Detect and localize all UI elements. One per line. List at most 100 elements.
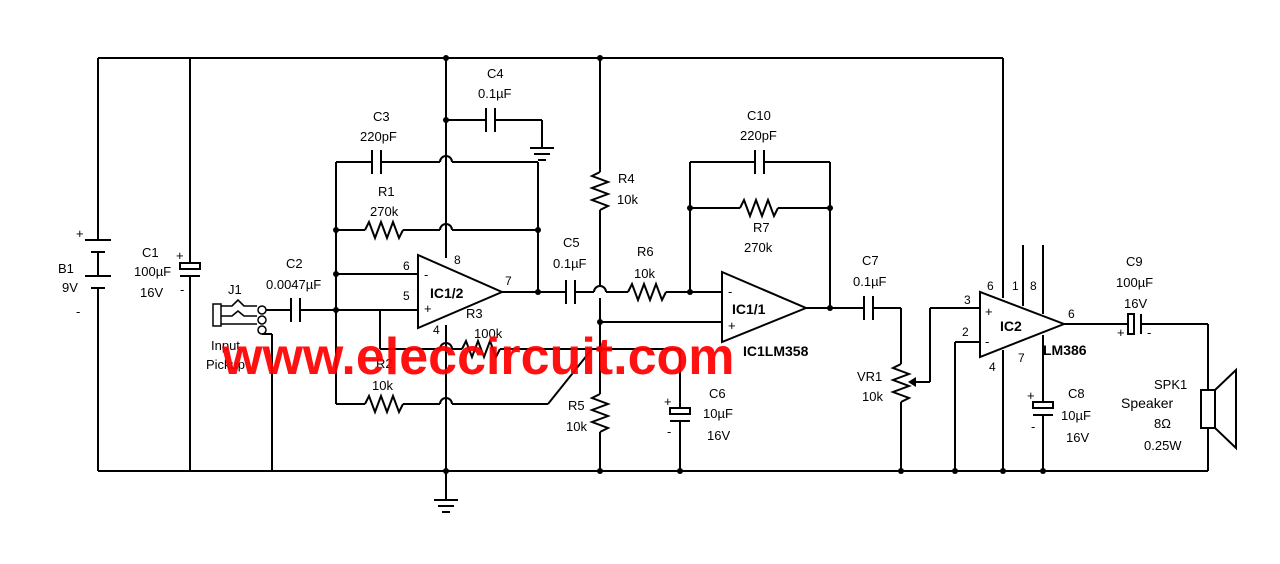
c9-voltage: 16V [1124,296,1147,311]
c1-plus: + [176,248,184,263]
resistor-r3: R3 100k [380,306,600,360]
resistor-r6: R6 10k [627,244,722,303]
r7-name: R7 [753,220,770,235]
r7-value: 270k [744,240,773,255]
capacitor-c6: + - C6 10µF 16V [600,348,733,474]
ic1-part: IC1LM358 [743,343,809,359]
feedback-ic1-2: C3 220pF R1 270k R2 10k [333,109,593,415]
feedback-ic1-1: C10 220pF R7 270k [687,108,833,308]
j1-label-line1: Input [211,338,240,353]
r2-name: R2 [376,356,393,371]
r1-value: 270k [370,204,399,219]
c3-value: 220pF [360,129,397,144]
c6-minus: - [667,424,671,439]
vr1-name: VR1 [857,369,882,384]
r6-name: R6 [637,244,654,259]
c1-value: 100µF [134,264,171,279]
ic1-2-pin5: 5 [403,289,410,303]
c5-value: 0.1µF [553,256,587,271]
vr1-value: 10k [862,389,883,404]
r3-name: R3 [466,306,483,321]
ic2-pin3: 3 [964,293,971,307]
input-jack-j1: J1 Input Pickup [206,282,291,471]
c10-value: 220pF [740,128,777,143]
capacitor-c5: C5 0.1µF [553,235,628,304]
c1-minus: - [180,282,184,297]
c6-plus: + [664,394,672,409]
spk1-impedance: 8Ω [1154,416,1171,431]
j1-name: J1 [228,282,242,297]
c4-value: 0.1µF [478,86,512,101]
c9-value: 100µF [1116,275,1153,290]
c3-name: C3 [373,109,390,124]
ground-icon [434,499,458,513]
ic2-part: LM386 [1043,342,1087,358]
c9-plus: + [1117,325,1125,340]
r2-value: 10k [372,378,393,393]
ic1-2-name: IC1/2 [430,285,464,301]
r4-value: 10k [617,192,638,207]
ic2-plus: + [985,304,993,319]
ic1-2-pin4: 4 [433,323,440,337]
c8-name: C8 [1068,386,1085,401]
c8-minus: - [1031,419,1035,434]
c6-name: C6 [709,386,726,401]
b1-value: 9V [62,280,78,295]
c8-value: 10µF [1061,408,1091,423]
b1-plus: + [76,226,84,241]
r5-name: R5 [568,398,585,413]
ic1-1-plus: + [728,318,736,333]
c9-name: C9 [1126,254,1143,269]
ic1-2-pin8: 8 [454,253,461,267]
r4-name: R4 [618,171,635,186]
bias-divider: R4 10k R5 10k [566,55,722,474]
ic2-pin4: 4 [989,360,996,374]
ic1-2-minus: - [424,267,428,282]
watermark-text: www.eleccircuit.com [221,328,734,386]
ic2-pin7: 7 [1018,351,1025,365]
b1-minus: - [76,304,80,319]
ic2-name: IC2 [1000,318,1022,334]
capacitor-c4: C4 0.1µF [446,66,554,161]
capacitor-c9: + - C9 100µF 16V [1116,254,1208,340]
c7-name: C7 [862,253,879,268]
capacitor-c1: + - C1 100µF 16V [134,58,201,471]
battery-b1: + B1 9V - [58,226,111,319]
r6-value: 10k [634,266,655,281]
c5-name: C5 [563,235,580,250]
ic2-pin8: 8 [1030,279,1037,293]
ic2-pin-out: 6 [1068,307,1075,321]
supply-rails [97,57,1208,472]
c6-value: 10µF [703,406,733,421]
ic2-pin2: 2 [962,325,969,339]
c6-voltage: 16V [707,428,730,443]
ic2-pin6: 6 [987,279,994,293]
c7-value: 0.1µF [853,274,887,289]
spk1-name: SPK1 [1154,377,1187,392]
ic1-1-minus: - [728,284,732,299]
c9-minus: - [1147,325,1151,340]
ic2-pin1: 1 [1012,279,1019,293]
c8-plus: + [1027,388,1035,403]
opamp-ic1-1: IC1/1 - + IC1LM358 [721,270,864,359]
c1-voltage: 16V [140,285,163,300]
spk1-power: 0.25W [1144,438,1182,453]
capacitor-c2: C2 0.0047µF [266,256,336,322]
ic1-2-plus: + [424,301,432,316]
spk1-label: Speaker [1121,395,1173,411]
amplifier-ic2: IC2 LM386 + - 3 2 6 1 8 4 7 6 [952,58,1128,474]
r5-value: 10k [566,419,587,434]
j1-label-line2: Pickup [206,357,245,372]
opamp-ic1-2: IC1/2 - + 6 5 7 8 4 [403,55,560,500]
c8-voltage: 16V [1066,430,1089,445]
r1-name: R1 [378,184,395,199]
c1-name: C1 [142,245,159,260]
c2-name: C2 [286,256,303,271]
ic2-minus: - [985,334,989,349]
capacitor-c7: C7 0.1µF [853,253,901,320]
b1-name: B1 [58,261,74,276]
c2-value: 0.0047µF [266,277,321,292]
ic1-1-name: IC1/1 [732,301,766,317]
